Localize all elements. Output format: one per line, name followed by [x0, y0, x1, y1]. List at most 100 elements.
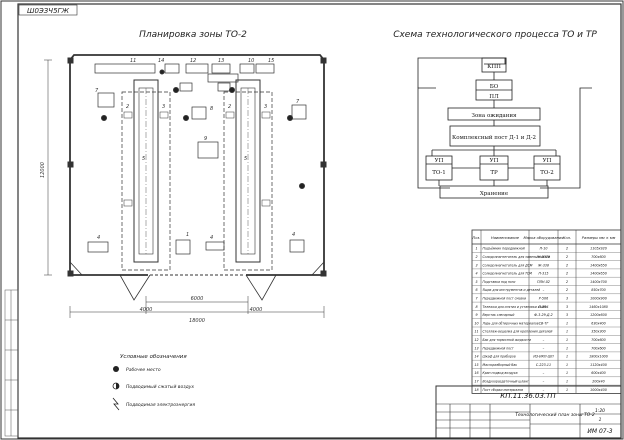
svg-text:ТО-2: ТО-2 — [540, 170, 554, 176]
spec-cell: 9 — [475, 313, 477, 317]
spec-cell: 1 — [566, 380, 568, 384]
scale-value: 1:20 — [595, 408, 605, 414]
spec-cell: Шкаф для приборов — [483, 355, 516, 359]
svg-text:12: 12 — [190, 58, 196, 64]
svg-text:2: 2 — [126, 104, 129, 110]
spec-cell: П-315 — [539, 272, 549, 276]
spec-cell: 700х600 — [591, 346, 606, 350]
svg-text:Рабочее место: Рабочее место — [126, 367, 161, 373]
spec-cell: Тележка для снятия и установки колёс — [483, 305, 548, 309]
spec-cell: Ф-3-29-Д-2 — [534, 313, 553, 317]
title-block — [435, 385, 622, 439]
svg-text:БО: БО — [490, 84, 499, 90]
spec-cell: – — [543, 288, 545, 292]
spec-cell: Верстак слесарный — [483, 313, 515, 317]
svg-text:КПП: КПП — [487, 64, 501, 70]
group-code: ИМ 07-3 — [587, 428, 612, 435]
layout-title: Планировка зоны ТО-2 — [139, 30, 247, 40]
gate-left — [119, 274, 151, 301]
svg-text:Подводимая электроэнергия: Подводимая электроэнергия — [126, 402, 195, 408]
floor-plan — [44, 54, 327, 318]
spec-cell: Кран подвод воздуха — [483, 371, 518, 375]
spec-cell: 1000х900 — [590, 297, 607, 301]
spec-cell: 700х600 — [591, 338, 606, 342]
corner-stamp-box — [18, 4, 78, 16]
svg-text:Зона ожидания: Зона ожидания — [472, 113, 517, 119]
spec-cell: 16 — [474, 371, 478, 375]
spec-cell: 7 — [475, 297, 478, 301]
inner-frame — [17, 3, 622, 439]
svg-text:15: 15 — [268, 58, 274, 64]
svg-text:13: 13 — [218, 58, 224, 64]
spec-cell: 200х40 — [592, 380, 604, 384]
spec-cell: 1400х650 — [590, 263, 607, 267]
spec-cell: Ларь для обтирочных материалов — [482, 321, 539, 325]
spec-header-cell: Марка оборудования — [524, 236, 565, 240]
dim-bay-right: 4000 — [250, 307, 263, 313]
dim-total: 18000 — [189, 318, 205, 324]
svg-text:1: 1 — [186, 232, 189, 238]
spec-header-cell: Кол. — [563, 236, 571, 240]
svg-text:3: 3 — [162, 104, 165, 110]
svg-text:7: 7 — [95, 88, 99, 94]
svg-text:14: 14 — [158, 58, 164, 64]
spec-cell: 6 — [475, 288, 477, 292]
spec-cell: П-10 — [540, 247, 548, 251]
spec-cell: Воздухораздаточный шланг — [483, 380, 530, 384]
spec-cell: П-254 — [539, 305, 549, 309]
spec-cell: 17 — [474, 380, 479, 384]
spec-cell: 5 — [475, 280, 477, 284]
svg-text:4: 4 — [97, 235, 100, 241]
sheet-number: 1 — [599, 417, 602, 423]
spec-cell: 3 — [566, 297, 568, 301]
spec-cell: 8 — [475, 305, 477, 309]
svg-text:4: 4 — [292, 232, 295, 238]
spec-cell: 630х400 — [591, 321, 606, 325]
spec-cell: 1 — [566, 338, 568, 342]
spec-cell: Подставка под ноги — [483, 280, 516, 284]
spec-cell: – — [543, 380, 545, 384]
spec-cell: С-223-11 — [536, 363, 551, 367]
equipment-block — [97, 92, 115, 108]
spec-cell: Маслоразборный бак — [483, 363, 518, 367]
spec-cell: Ж-338 — [537, 263, 549, 267]
spec-cell: 18 — [474, 388, 478, 392]
node-complex-post — [449, 125, 541, 147]
spec-cell: 13 — [474, 346, 478, 350]
left-stamp-strip — [4, 289, 19, 437]
spec-cell: СВ-ТГ — [539, 321, 550, 325]
spec-cell: Стеллаж-вешалка для крепления деталей — [483, 330, 553, 334]
spec-cell: 12 — [474, 338, 478, 342]
spec-cell: 2 — [566, 255, 568, 259]
spec-cell: 2 — [566, 247, 568, 251]
svg-text:7: 7 — [296, 99, 300, 105]
spec-header-cell: Наименование — [491, 236, 520, 240]
spec-cell: Передвижной пост смазки — [483, 297, 527, 301]
equipment-labels: 7 8 7 9 1 4 4 4 11 14 12 13 10 15 2 3 2 … — [95, 58, 300, 241]
spec-cell: – — [543, 330, 545, 334]
spec-cell: 1 — [566, 321, 568, 325]
spec-cell: 600х400 — [591, 371, 606, 375]
scheme-title: Схема технологического процесса ТО и ТР — [393, 30, 597, 40]
spec-cell: 1 — [566, 355, 568, 359]
spec-header-cell: Поз. — [473, 236, 481, 240]
svg-text:3: 3 — [264, 104, 267, 110]
spec-cell: 3 — [566, 313, 568, 317]
svg-text:9: 9 — [204, 136, 207, 142]
spec-cell: 1 — [566, 388, 568, 392]
spec-cell: 15 — [474, 363, 478, 367]
spec-cell: Ж-3379 — [536, 255, 550, 259]
spec-cell: 1000х400 — [590, 388, 607, 392]
svg-text:Хранение: Хранение — [480, 191, 508, 197]
drawing-name: Технологический план зоны ТО-2 — [515, 412, 595, 418]
spec-cell: 1800х1000 — [589, 355, 608, 359]
spec-cell: 1120х400 — [590, 363, 607, 367]
pit-left — [133, 79, 159, 263]
svg-text:ПЛ: ПЛ — [489, 94, 499, 100]
svg-text:УП: УП — [435, 158, 444, 164]
spec-cell: Подъёмник передвижной — [483, 247, 525, 251]
spec-cell: 700х600 — [591, 255, 606, 259]
svg-text:5: 5 — [244, 156, 247, 162]
